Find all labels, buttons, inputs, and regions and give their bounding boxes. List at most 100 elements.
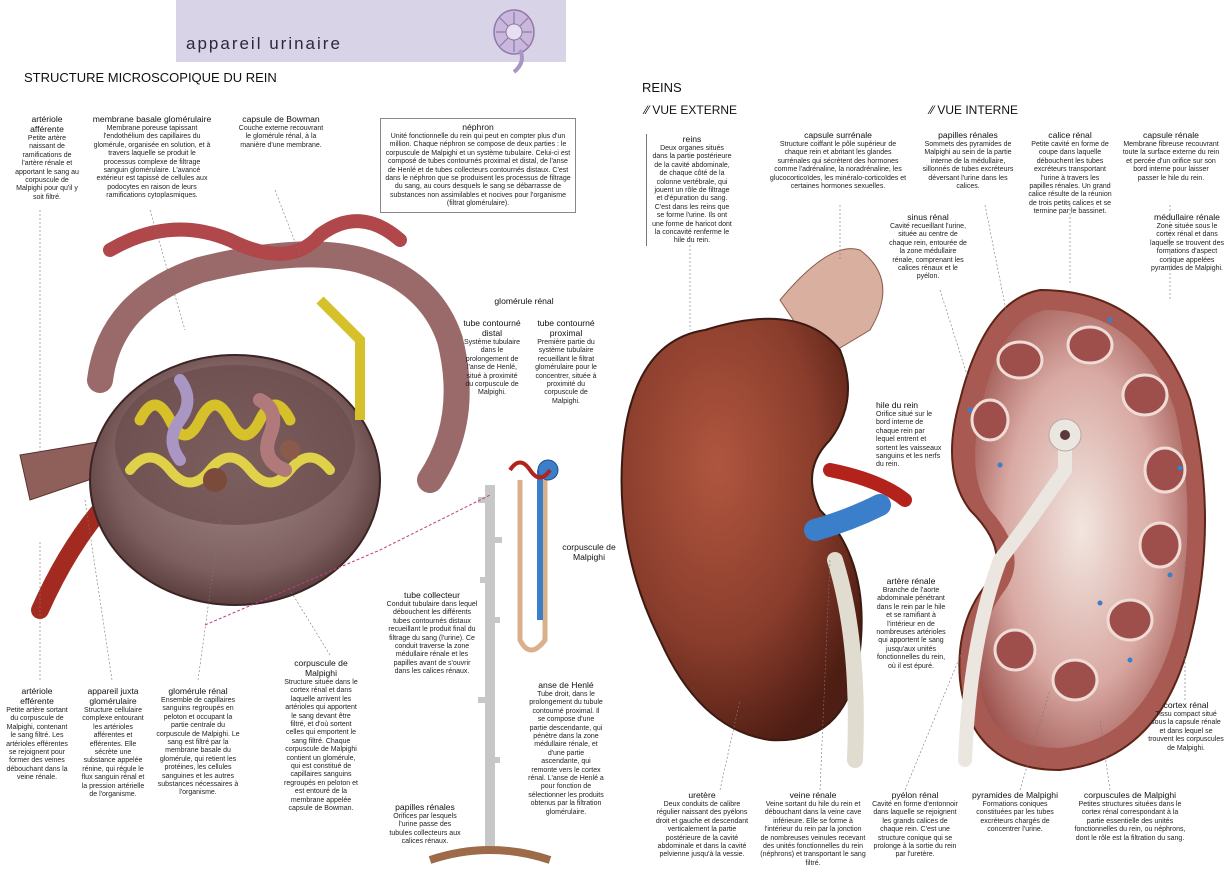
- label-desc: Petite cavité en forme de coupe dans laq…: [1028, 141, 1112, 216]
- label-desc: Orifice situé sur le bord interne de cha…: [876, 411, 942, 469]
- label-capsule-renale: capsule rénale Membrane fibreuse recouvr…: [1122, 130, 1220, 183]
- label-title: hile du rein: [876, 400, 919, 410]
- label-tube-distal: tube contourné distal Système tubulaire …: [462, 318, 522, 398]
- label-appareil-juxta: appareil juxta glomérulaire Structure ce…: [78, 686, 148, 799]
- label-desc: Zone située sous le cortex rénal et dans…: [1150, 223, 1224, 273]
- label-capsule-surrenale: capsule surrénale Structure coiffant le …: [768, 130, 908, 191]
- label-glomerule-renal-top: glomérule rénal: [474, 296, 574, 307]
- view-external-title: ⁄⁄ VUE EXTERNE: [645, 103, 738, 117]
- label-anse-henle: anse de Henlé Tube droit, dans le prolon…: [528, 680, 604, 817]
- view-internal-title: ⁄⁄ VUE INTERNE: [930, 103, 1019, 117]
- label-corpuscules-malpighi: corpuscules de Malpighi Petites structur…: [1074, 790, 1186, 843]
- glomerulus-capillaries-yellow: [134, 399, 296, 441]
- label-desc: Sommets des pyramides de Malpighi au sei…: [922, 141, 1014, 191]
- renal-vein-shape: [804, 494, 891, 541]
- label-desc: Cavité recueillant l'urine, située au ce…: [889, 223, 967, 281]
- label-reins: reins Deux organes situés dans la partie…: [646, 134, 732, 246]
- label-title: reins: [682, 134, 702, 144]
- nephron-illustration: [204, 459, 559, 864]
- label-corpuscule-bottom: corpuscule de Malpighi Structure située …: [284, 658, 358, 814]
- label-title: corpuscules de Malpighi: [1083, 790, 1177, 800]
- label-pyelon-renal: pyélon rénal Cavité en forme d'entonnoir…: [872, 790, 958, 860]
- view-external-label: VUE EXTERNE: [652, 103, 738, 117]
- label-desc: Première partie du système tubulaire rec…: [535, 339, 597, 405]
- label-title: uretère: [688, 790, 716, 800]
- label-title: cortex rénal: [1163, 700, 1209, 710]
- label-pyramides-malpighi: pyramides de Malpighi Formations conique…: [966, 790, 1064, 835]
- label-title: capsule surrénale: [804, 130, 872, 140]
- corpuscle-illustration: [19, 214, 470, 619]
- label-title: calice rénal: [1048, 130, 1092, 140]
- label-title: tube collecteur: [404, 590, 460, 600]
- label-desc: Deux organes situés dans la partie posté…: [652, 145, 732, 245]
- label-nephron: néphron Unité fonctionnelle du rein qui …: [380, 118, 576, 213]
- label-desc: Couche externe recouvrant le glomérule r…: [238, 125, 324, 149]
- label-desc: Veine sortant du hile du rein et débouch…: [760, 801, 866, 867]
- label-desc: Petite artère sortant du corpuscule de M…: [6, 707, 68, 782]
- label-desc: Ensemble de capillaires sanguins regroup…: [156, 697, 240, 797]
- label-desc: Deux conduits de calibre régulier naissa…: [655, 801, 749, 859]
- label-desc: Tissu compact situé sous la capsule réna…: [1148, 711, 1224, 752]
- tubule-loop-back: [87, 241, 470, 493]
- label-artere-renale: artère rénale Branche de l'aorte abdomin…: [874, 576, 948, 671]
- label-desc: Système tubulaire dans le prolongement d…: [463, 339, 521, 397]
- label-tube-collecteur: tube collecteur Conduit tubulaire dans l…: [386, 590, 478, 677]
- internal-kidney-illustration: [951, 288, 1206, 772]
- label-title: sinus rénal: [907, 212, 949, 222]
- label-title: pyramides de Malpighi: [972, 790, 1058, 800]
- label-desc: Tube droit, dans le prolongement du tubu…: [528, 691, 604, 816]
- label-title: artériole afférente: [30, 114, 64, 134]
- label-papilles-left: papilles rénales Orifices par lesquels l…: [388, 802, 462, 847]
- label-arteriole-afferente: artériole afférente Petite artère naissa…: [14, 114, 80, 202]
- henle-loop-shape: [517, 480, 548, 653]
- label-arteriole-efferente: artériole efférente Petite artère sortan…: [4, 686, 70, 783]
- label-title: papilles rénales: [395, 802, 455, 812]
- external-kidney-illustration: [620, 248, 912, 768]
- pyramids-group: [970, 325, 1187, 702]
- label-desc: Cavité en forme d'entonnoir dans laquell…: [872, 801, 958, 859]
- pyelon-ureter-shape: [958, 423, 1072, 767]
- label-desc: Structure coiffant le pôle supérieur de …: [769, 141, 907, 191]
- label-title: glomérule rénal: [168, 686, 228, 696]
- label-papilles-renales: papilles rénales Sommets des pyramides d…: [922, 130, 1014, 191]
- label-hile-rein: hile du rein Orifice situé sur le bord i…: [876, 400, 942, 470]
- left-section-title: STRUCTURE MICROSCOPIQUE DU REIN: [24, 70, 277, 85]
- label-sinus-renal: sinus rénal Cavité recueillant l'urine, …: [888, 212, 968, 282]
- right-section-title: REINS: [642, 80, 682, 95]
- label-title: pyélon rénal: [891, 790, 939, 800]
- label-desc: Membrane poreuse tapissant l'endothélium…: [93, 125, 211, 200]
- label-title: néphron: [462, 122, 494, 132]
- renal-artery-shape: [823, 463, 912, 507]
- ureter-external-shape: [827, 552, 864, 768]
- label-cortex-renal: cortex rénal Tissu compact situé sous la…: [1148, 700, 1224, 753]
- label-uretere: uretère Deux conduits de calibre régulie…: [654, 790, 750, 860]
- label-desc: Branche de l'aorte abdominale pénétrant …: [876, 587, 946, 670]
- label-title: artère rénale: [886, 576, 936, 586]
- label-capsule-bowman: capsule de Bowman Couche externe recouvr…: [238, 114, 324, 150]
- label-tube-proximal: tube contourné proximal Première partie …: [532, 318, 600, 406]
- label-desc: Conduit tubulaire dans lequel débouchent…: [386, 601, 478, 676]
- label-calice-renal: calice rénal Petite cavité en forme de c…: [1028, 130, 1112, 217]
- label-desc: Petites structures situées dans le corte…: [1074, 801, 1186, 842]
- label-desc: Petite artère naissant de ramifications …: [15, 135, 79, 201]
- label-title: tube contourné proximal: [537, 318, 595, 338]
- label-title: glomérule rénal: [494, 296, 554, 306]
- tubule-loop-top: [103, 214, 407, 261]
- label-title: médullaire rénale: [1154, 212, 1220, 222]
- label-title: corpuscule de Malpighi: [562, 542, 616, 562]
- label-desc: Formations coniques constituées par les …: [976, 801, 1054, 834]
- label-desc: Structure cellulaire complexe entourant …: [81, 707, 145, 799]
- label-title: anse de Henlé: [538, 680, 594, 690]
- label-medullaire-renale: médullaire rénale Zone située sous le co…: [1150, 212, 1224, 273]
- label-glomerule-renal-bottom: glomérule rénal Ensemble de capillaires …: [156, 686, 240, 798]
- label-desc: Membrane fibreuse recouvrant toute la su…: [1122, 141, 1220, 182]
- label-veine-renale: veine rénale Veine sortant du hile du re…: [760, 790, 866, 868]
- label-desc: Orifices par lesquels l'urine passe des …: [389, 813, 461, 846]
- label-desc: Unité fonctionnelle du rein qui peut en …: [385, 133, 571, 208]
- label-title: capsule de Bowman: [242, 114, 320, 124]
- label-title: tube contourné distal: [463, 318, 521, 338]
- label-title: membrane basale glomérulaire: [92, 114, 212, 124]
- label-title: corpuscule de Malpighi: [294, 658, 348, 678]
- label-desc: Structure située dans le cortex rénal et…: [284, 679, 358, 813]
